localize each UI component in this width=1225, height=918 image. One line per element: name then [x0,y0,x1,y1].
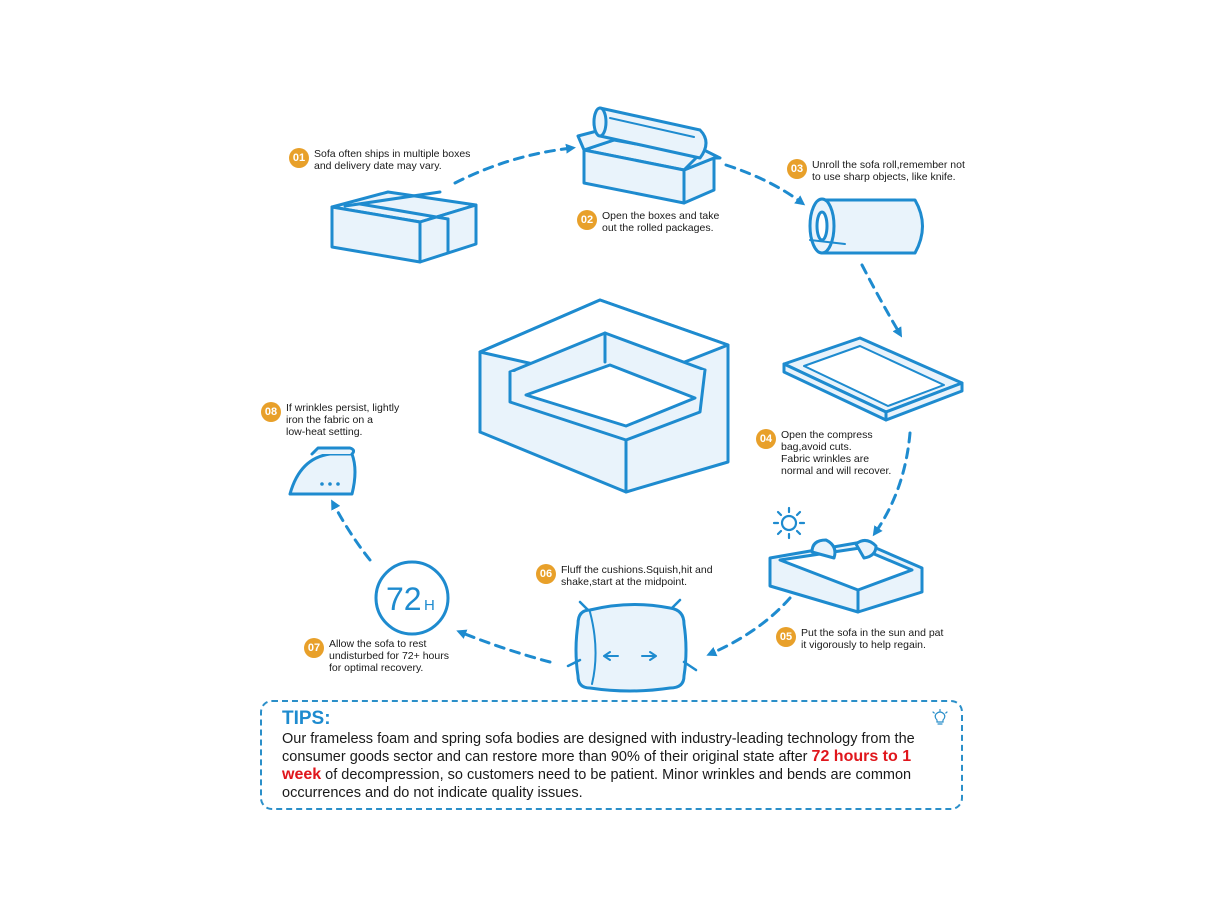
roll-icon [808,197,924,255]
step-06: 06 Fluff the cushions.Squish,hit and sha… [536,564,713,588]
step-05-text: Put the sofa in the sun and pat it vigor… [801,627,944,651]
tips-highlight: 72 hours to 1 week [282,748,912,783]
step-06-text: Fluff the cushions.Squish,hit and shake,… [561,564,713,588]
step-08-badge: 08 [261,402,281,422]
step-05-badge: 05 [776,627,796,647]
pillow-icon [566,598,698,693]
step-03-badge: 03 [787,159,807,179]
step-03: 03 Unroll the sofa roll,remember not to … [787,159,965,183]
tips-box: TIPS: Our frameless foam and spring sofa… [260,700,963,810]
lightbulb-icon [932,709,948,725]
step-01: 01 Sofa often ships in multiple boxes an… [289,148,470,172]
step-05: 05 Put the sofa in the sun and pat it vi… [776,627,943,651]
tips-title: TIPS: [282,708,331,729]
hands-sofa-icon [768,538,924,614]
arrow-02-03 [724,163,806,206]
sofa-icon [478,298,730,494]
step-04-text: Open the compress bag,avoid cuts. Fabric… [781,429,892,477]
sun-icon [772,506,806,540]
open-box-roll-icon [576,106,722,205]
step-08-text: If wrinkles persist, lightly iron the fa… [286,402,400,438]
step-02-text: Open the boxes and take out the rolled p… [602,210,720,234]
step-04: 04 Open the compress bag,avoid cuts. Fab… [756,429,891,477]
step-01-text: Sofa often ships in multiple boxes and d… [314,148,471,172]
step-02: 02 Open the boxes and take out the rolle… [577,210,719,234]
boxes-icon [330,190,478,264]
arrow-07-08 [331,499,372,562]
step-02-badge: 02 [577,210,597,230]
timer-72h-icon: 72 H [374,560,450,636]
step-07-text: Allow the sofa to rest undisturbed for 7… [329,638,449,674]
arrow-06-07 [456,629,552,664]
step-03-text: Unroll the sofa roll,remember not to use… [812,159,965,183]
step-07-badge: 07 [304,638,324,658]
tips-body: Our frameless foam and spring sofa bodie… [282,730,943,802]
arrow-05-06 [706,596,792,657]
arrow-04-05 [872,431,912,537]
timer-unit: H [424,597,435,614]
step-01-badge: 01 [289,148,309,168]
iron-icon [288,446,357,496]
step-04-badge: 04 [756,429,776,449]
step-06-badge: 06 [536,564,556,584]
tips-body-start: Our frameless foam and spring sofa bodie… [282,731,915,765]
step-08: 08 If wrinkles persist, lightly iron the… [261,402,399,438]
tips-body-end: of decompression, so customers need to b… [282,767,912,801]
arrow-01-02 [453,143,576,185]
step-07: 07 Allow the sofa to rest undisturbed fo… [304,638,449,674]
timer-label: 72 [386,581,422,617]
compress-bag-icon [782,336,964,422]
arrow-03-04 [860,263,903,338]
